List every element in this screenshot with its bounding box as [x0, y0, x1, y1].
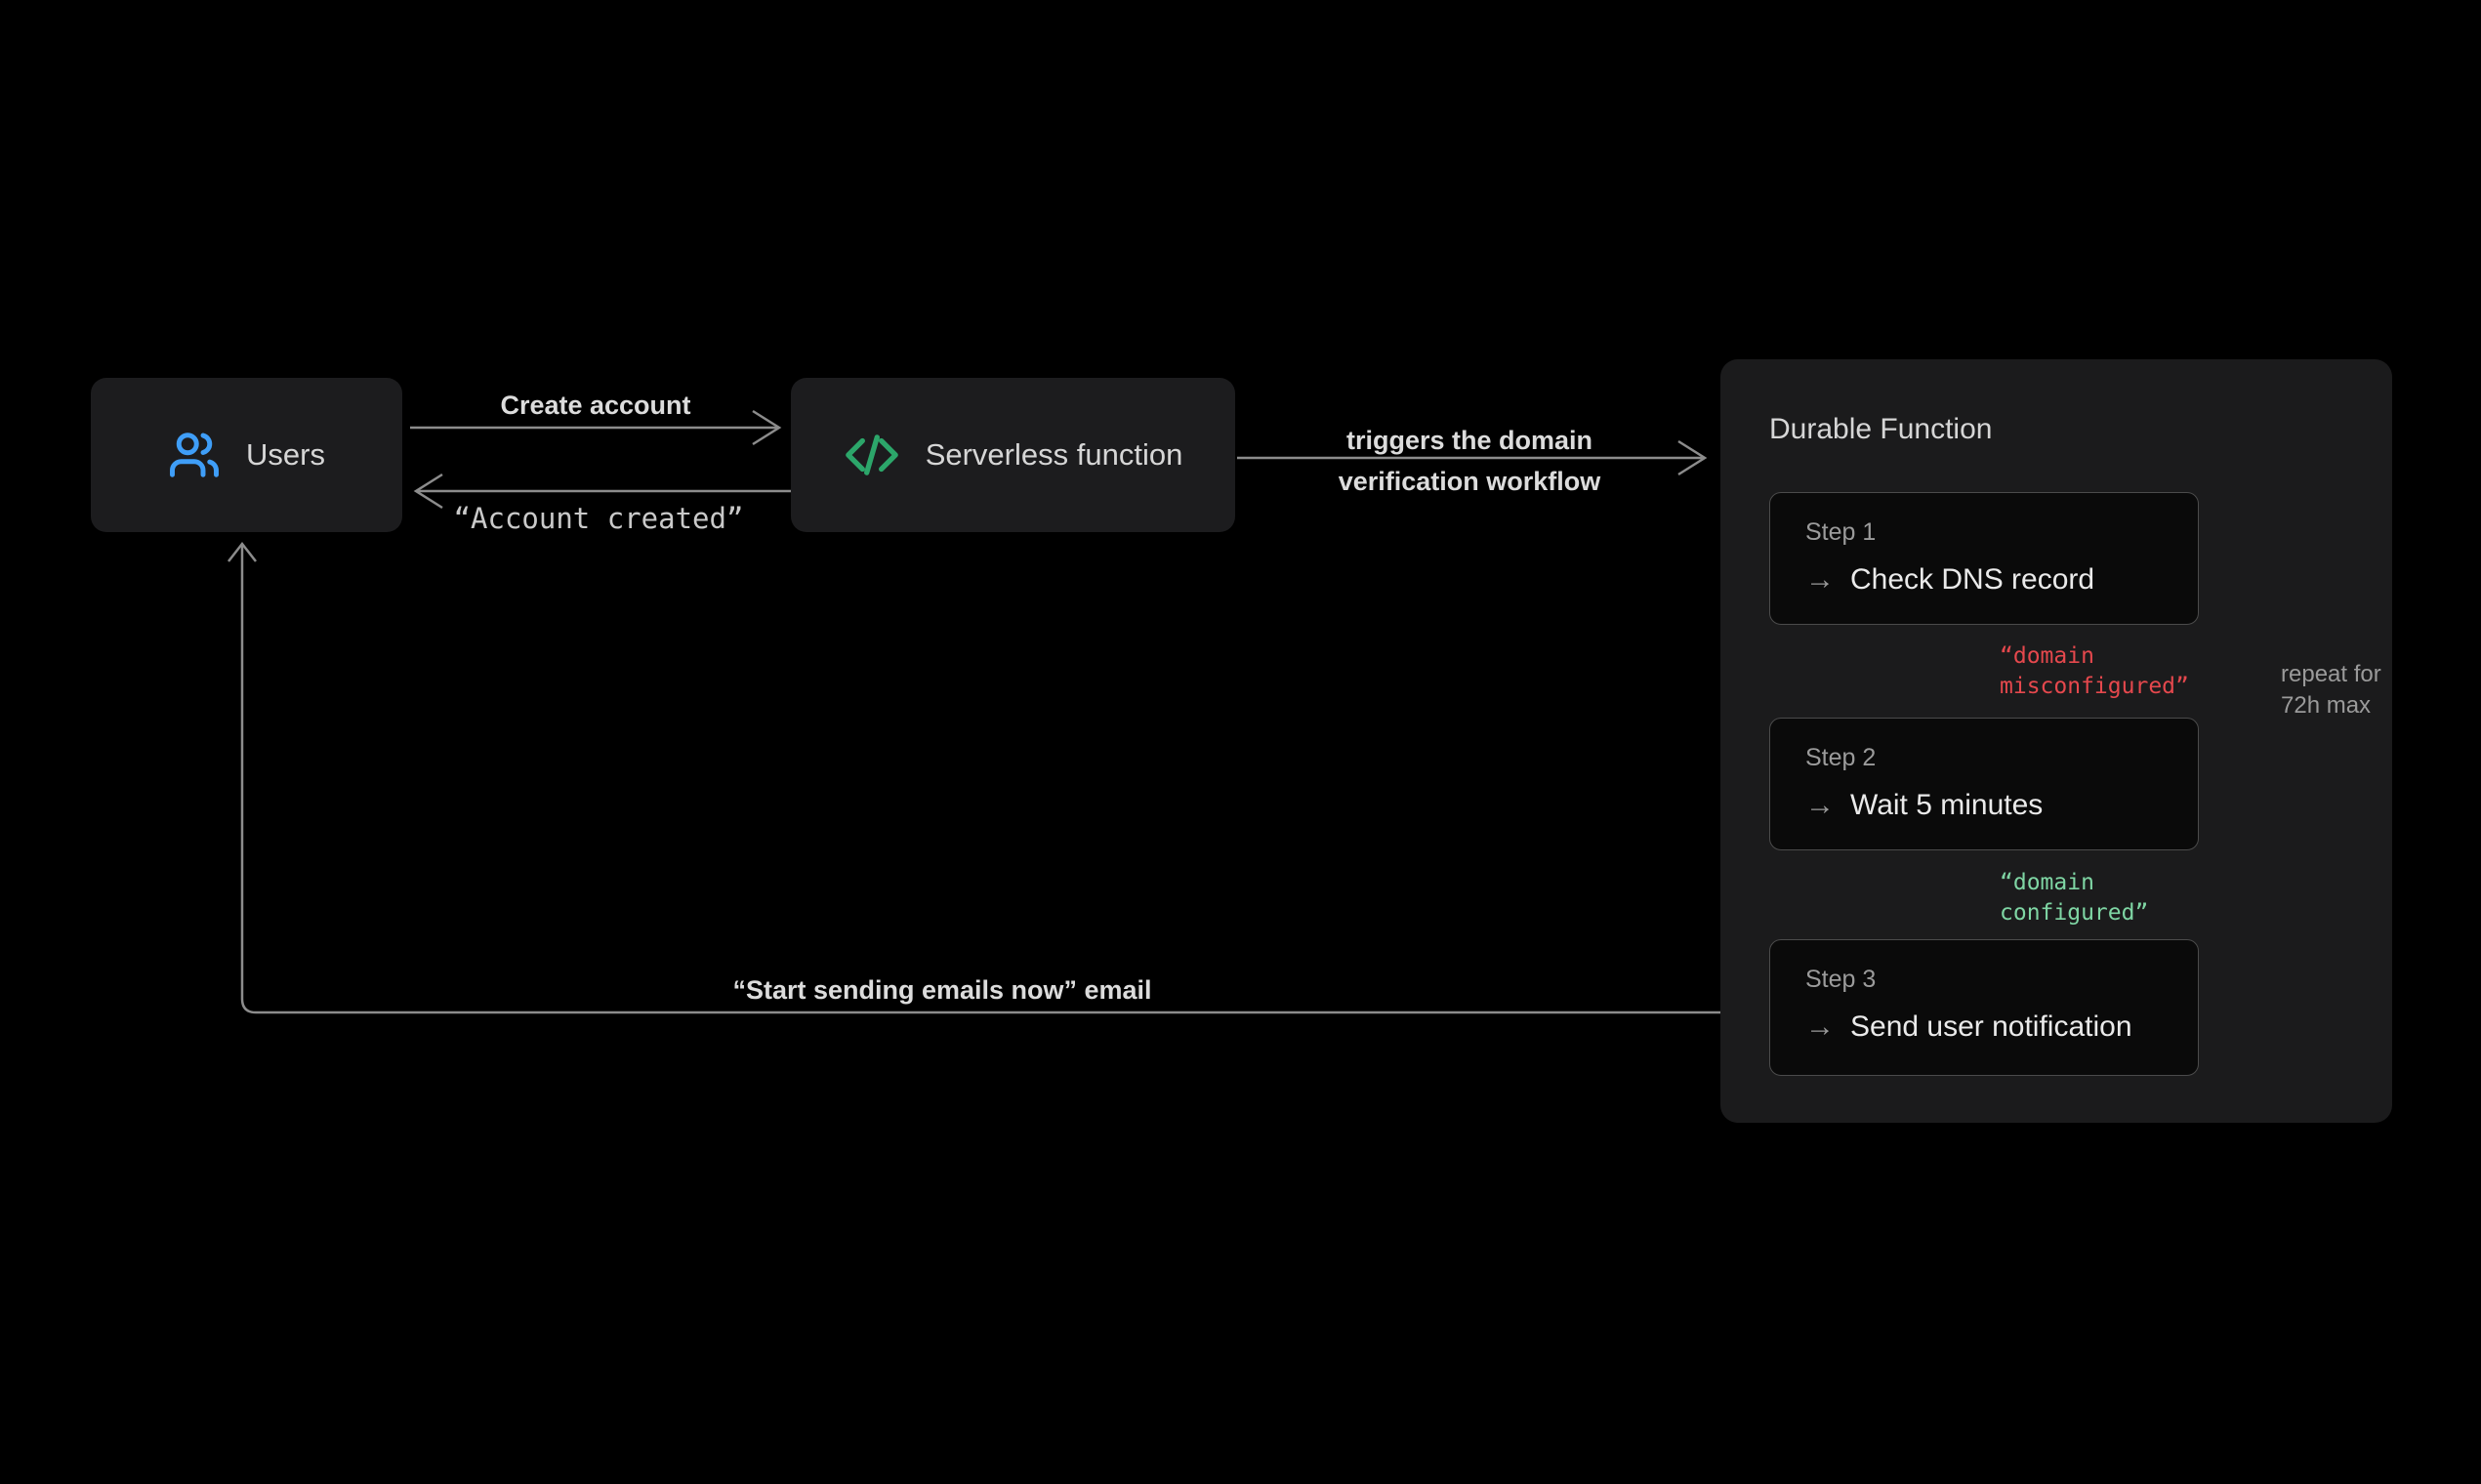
domain-misconfigured-line1: “domain [2000, 643, 2094, 669]
arrow-right-icon: → [1805, 1010, 1835, 1043]
step-3-action: → Send user notification [1805, 1010, 2132, 1044]
account-created-arrowhead [413, 473, 443, 510]
create-account-label: Create account [500, 391, 691, 420]
domain-misconfigured-line2: misconfigured” [2000, 674, 2189, 699]
step-1-action-label: Check DNS record [1850, 563, 2095, 596]
start-sending-emails-label: “Start sending emails now” email [732, 975, 1152, 1005]
repeat-72h-line1: repeat for [2281, 661, 2381, 687]
durable-function-container: Durable Function Step 1 → Check DNS recor… [1720, 359, 2392, 1123]
users-icon [170, 433, 219, 477]
triggers-arrowhead [1677, 439, 1708, 476]
domain-configured-line1: “domain [2000, 870, 2094, 895]
domain-configured-label: “domain configured” [2000, 868, 2148, 928]
step-1-action: → Check DNS record [1805, 563, 2094, 597]
step-2-name: Step 2 [1805, 744, 1877, 771]
email-feedback-arrowhead [227, 541, 257, 562]
repeat-72h-label: repeat for 72h max [2281, 659, 2381, 721]
durable-function-title: Durable Function [1769, 413, 1993, 445]
step-3-action-label: Send user notification [1850, 1010, 2132, 1043]
triggers-workflow-label-line2: verification workflow [1338, 467, 1601, 496]
step-2-box: Step 2 → Wait 5 minutes [1769, 718, 2199, 850]
users-node-label: Users [246, 437, 325, 472]
create-account-arrowhead [752, 409, 782, 446]
repeat-72h-line2: 72h max [2281, 692, 2372, 719]
triggers-workflow-label: triggers the domain verification workflo… [1339, 420, 1601, 502]
code-icon [845, 434, 898, 475]
arrow-right-icon: → [1805, 563, 1835, 596]
step-2-action-label: Wait 5 minutes [1850, 789, 2044, 821]
domain-configured-line2: configured” [2000, 900, 2149, 926]
step-2-action: → Wait 5 minutes [1805, 789, 2043, 822]
email-feedback-line [240, 545, 1769, 1014]
serverless-node-label: Serverless function [925, 437, 1183, 472]
step-3-box: Step 3 → Send user notification [1769, 939, 2199, 1076]
serverless-function-node: Serverless function [791, 378, 1235, 532]
step-1-box: Step 1 → Check DNS record [1769, 492, 2199, 625]
users-node: Users [91, 378, 402, 532]
domain-misconfigured-label: “domain misconfigured” [2000, 641, 2189, 702]
account-created-label: “Account created” [453, 502, 744, 535]
arrow-right-icon: → [1805, 789, 1835, 821]
step-3-name: Step 3 [1805, 966, 1877, 993]
triggers-workflow-label-line1: triggers the domain [1345, 426, 1593, 455]
step-1-name: Step 1 [1805, 518, 1877, 546]
